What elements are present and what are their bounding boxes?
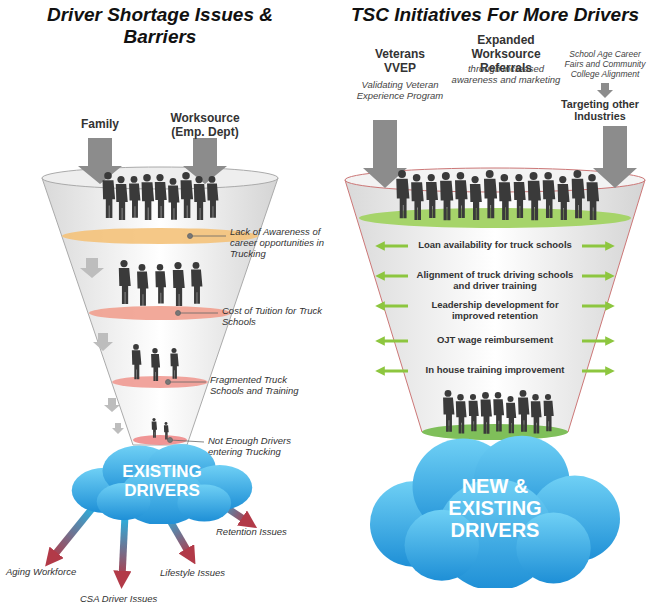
person-silhouette: [194, 176, 206, 220]
person-silhouette: [470, 176, 482, 220]
initiative-label: In house training improvement: [412, 365, 578, 376]
green-arrow: [582, 305, 610, 308]
text-label: through increased awareness and marketin…: [450, 64, 562, 86]
cloud-shape: EXISTING DRIVERS: [66, 440, 258, 524]
person-silhouette: [572, 170, 585, 218]
person-silhouette: [152, 418, 157, 438]
text-label: Cost of Tuition for Truck Schools: [222, 306, 322, 328]
text-label: Targeting other Industries: [552, 98, 648, 123]
person-silhouette: [493, 392, 504, 432]
person-silhouette: [506, 396, 516, 433]
text-label: Retention Issues: [216, 527, 326, 538]
initiative-label: Alignment of truck driving schools and d…: [412, 270, 578, 292]
cloud-text: EXISTING DRIVERS: [102, 463, 221, 500]
person-silhouette: [168, 178, 179, 220]
issue-arrow: [122, 515, 125, 578]
cloud-text: NEW & EXISTING DRIVERS: [413, 475, 578, 541]
person-silhouette: [543, 172, 556, 218]
person-silhouette: [132, 344, 142, 379]
initiative-label: Loan availability for truck schools: [412, 240, 578, 251]
person-silhouette: [164, 422, 169, 440]
person-silhouette: [499, 174, 512, 220]
person-silhouette: [455, 172, 468, 218]
person-silhouette: [155, 264, 166, 304]
person-silhouette: [469, 394, 479, 431]
person-silhouette: [456, 394, 467, 434]
person-silhouette: [191, 262, 202, 304]
green-arrow: [380, 340, 408, 343]
text-label: CSA Driver Issues: [80, 594, 200, 605]
text-label: Family: [70, 118, 130, 132]
text-label: Lack of Awareness of career opportunitie…: [230, 227, 335, 260]
person-silhouette: [151, 348, 160, 381]
person-silhouette: [116, 176, 128, 220]
green-arrow: [582, 340, 610, 343]
person-silhouette: [528, 172, 541, 220]
person-silhouette: [514, 174, 526, 218]
green-arrow: [380, 305, 408, 308]
person-silhouette: [544, 394, 554, 431]
person-silhouette: [170, 348, 178, 379]
person-silhouette: [443, 390, 454, 432]
person-silhouette: [396, 170, 409, 218]
person-silhouette: [484, 170, 497, 218]
person-silhouette: [411, 174, 424, 220]
cloud-shape: NEW & EXISTING DRIVERS: [362, 428, 628, 588]
text-label: Validating Veteran Experience Program: [346, 80, 454, 102]
green-arrow: [380, 370, 408, 373]
person-silhouette: [518, 390, 529, 432]
person-silhouette: [103, 172, 116, 218]
person-silhouette: [207, 176, 218, 218]
person-silhouette: [119, 260, 131, 304]
text-label: Veterans VVEP: [358, 48, 442, 76]
text-label: School Age Career Fairs and Community Co…: [562, 50, 648, 79]
text-label: Not Enough Drivers entering Trucking: [208, 436, 318, 458]
green-arrow: [582, 275, 610, 278]
person-silhouette: [142, 174, 155, 220]
green-arrow: [582, 370, 610, 373]
initiative-label: Leadership development for improved rete…: [412, 300, 578, 322]
person-silhouette: [137, 264, 148, 306]
person-silhouette: [426, 174, 438, 218]
text-label: Fragmented Truck Schools and Training: [210, 375, 315, 397]
person-silhouette: [440, 172, 453, 220]
person-silhouette: [155, 174, 167, 218]
initiative-label: OJT wage reimbursement: [412, 335, 578, 346]
text-label: Worksource (Emp. Dept): [160, 112, 250, 140]
issue-arrow: [52, 505, 95, 558]
person-silhouette: [181, 172, 194, 218]
diagram-heading: TSC Initiatives For More Drivers: [350, 4, 640, 26]
green-arrow: [582, 245, 610, 248]
diagram-heading: Driver Shortage Issues & Barriers: [20, 4, 300, 48]
green-arrow: [380, 245, 408, 248]
person-silhouette: [587, 174, 600, 220]
person-silhouette: [129, 176, 140, 218]
green-arrow: [380, 275, 408, 278]
person-silhouette: [173, 262, 185, 306]
person-silhouette: [481, 392, 492, 434]
person-silhouette: [558, 176, 570, 220]
text-label: Aging Workforce: [6, 567, 106, 578]
person-silhouette: [531, 394, 542, 434]
text-label: Lifestyle Issues: [160, 568, 260, 579]
